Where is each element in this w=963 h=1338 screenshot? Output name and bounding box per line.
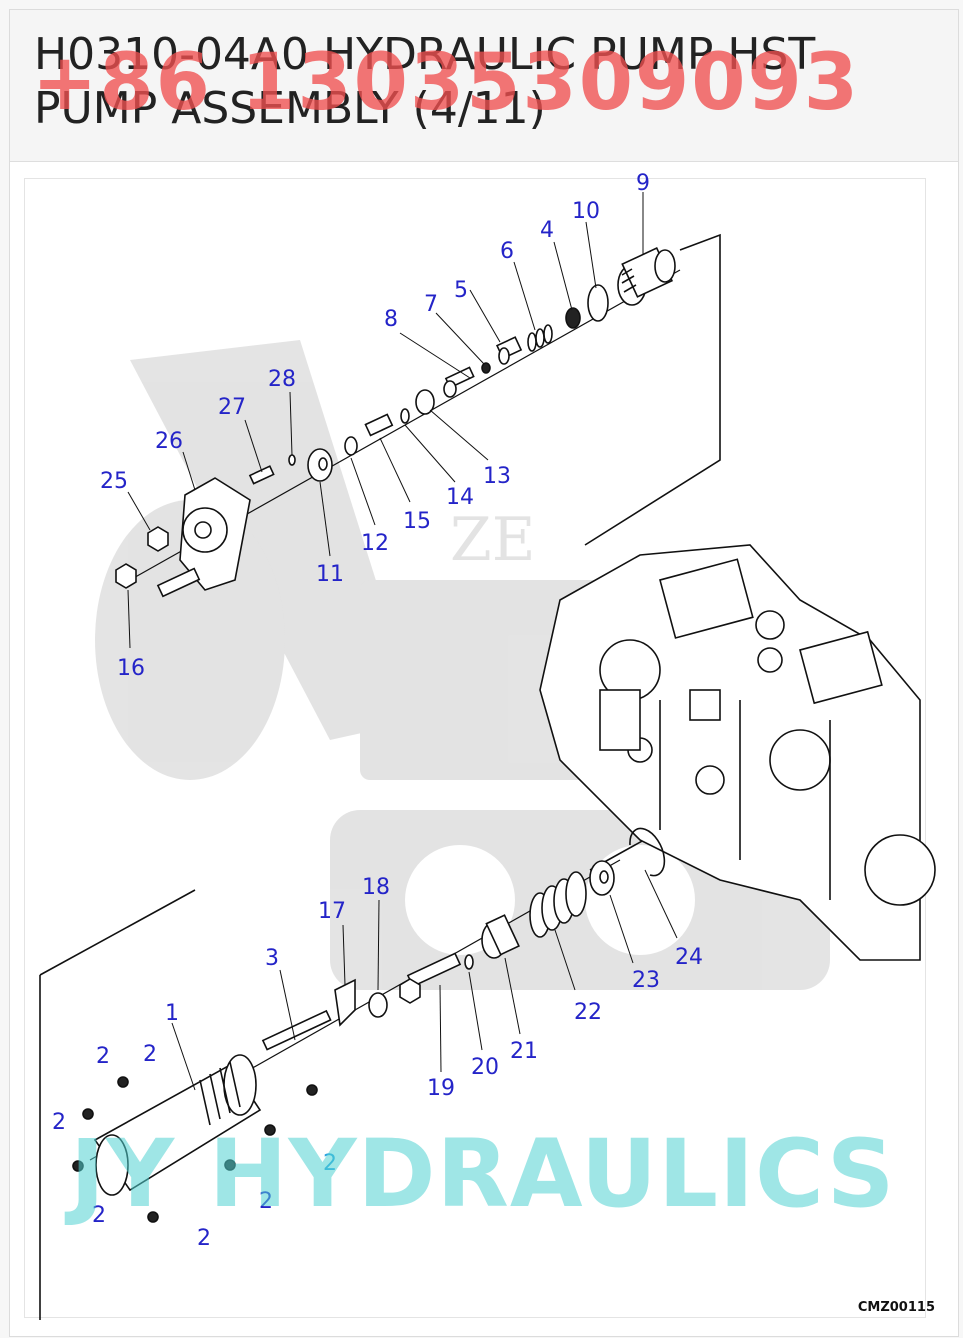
part-16 (115, 563, 137, 589)
callout-14: 14 (446, 485, 474, 510)
part-3-rod (261, 1009, 332, 1051)
small-plugs (72, 1076, 318, 1223)
callout-3: 3 (265, 946, 279, 971)
callout-2: 2 (92, 1203, 106, 1228)
part-14 (400, 408, 410, 424)
callout-15: 15 (403, 509, 431, 534)
brand-watermark: JY HYDRAULICS (70, 1120, 896, 1229)
page-title: H0310-04A0 HYDRAULIC PUMP HST PUMP ASSEM… (34, 29, 816, 134)
part-25 (147, 526, 169, 552)
part-18-cap (368, 992, 388, 1018)
part-7 (481, 362, 491, 374)
callout-1: 1 (165, 1001, 179, 1026)
part-28 (288, 454, 296, 466)
callout-11: 11 (316, 562, 344, 587)
svg-text:ZE: ZE (450, 505, 536, 575)
callout-12: 12 (361, 531, 389, 556)
part-26-cover (179, 477, 251, 591)
part-12 (344, 436, 358, 456)
part-4 (565, 307, 581, 329)
callout-16: 16 (117, 656, 145, 681)
part-11-washer (307, 448, 333, 482)
callout-2: 2 (197, 1226, 211, 1251)
callout-20: 20 (471, 1055, 499, 1080)
callout-27: 27 (218, 395, 246, 420)
callout-17: 17 (318, 899, 346, 924)
phone-watermark: +86 13035309093 (32, 38, 861, 128)
callout-18: 18 (362, 875, 390, 900)
part-23-washer (589, 860, 615, 896)
callout-5: 5 (454, 278, 468, 303)
callout-9: 9 (636, 171, 650, 196)
part-17-clip (334, 978, 356, 1027)
bolt (156, 567, 201, 598)
lower-parts (72, 827, 666, 1223)
callout-24: 24 (675, 945, 703, 970)
part-6-spring (527, 324, 553, 352)
callout-13: 13 (483, 464, 511, 489)
callout-2: 2 (259, 1189, 273, 1214)
part-13 (415, 389, 435, 415)
callout-23: 23 (632, 968, 660, 993)
part-24 (629, 827, 666, 877)
callout-7: 7 (424, 292, 438, 317)
callout-2: 2 (143, 1042, 157, 1067)
part-19-bolt (399, 952, 462, 1004)
part-8-screw (443, 366, 475, 398)
callout-22: 22 (574, 1000, 602, 1025)
callout-2: 2 (96, 1044, 110, 1069)
callout-4: 4 (540, 218, 554, 243)
part-1-sleeve (93, 1054, 262, 1196)
callout-10: 10 (572, 199, 600, 224)
part-22-spring (529, 871, 587, 938)
leader-lines (127, 192, 678, 1091)
callout-21: 21 (510, 1039, 538, 1064)
part-15-spring (364, 413, 394, 437)
callout-19: 19 (427, 1076, 455, 1101)
upper-parts (115, 247, 676, 598)
pump-body (539, 544, 936, 961)
callout-2: 2 (323, 1151, 337, 1176)
callout-2: 2 (52, 1110, 66, 1135)
part-10-oring (587, 284, 609, 322)
callout-8: 8 (384, 307, 398, 332)
panel-header: H0310-04A0 HYDRAULIC PUMP HST PUMP ASSEM… (10, 10, 958, 162)
diagram-code: CMZ00115 (858, 1300, 935, 1315)
part-20 (464, 954, 474, 970)
part-21-retainer (481, 914, 520, 959)
part-9-plug (617, 247, 676, 306)
callout-28: 28 (268, 367, 296, 392)
callout-labels: 9 10 4 6 5 7 8 28 27 26 25 16 11 12 15 1… (52, 171, 703, 1251)
part-5-spool (495, 336, 523, 365)
part-27 (248, 465, 275, 485)
callout-26: 26 (155, 429, 183, 454)
callout-6: 6 (500, 239, 514, 264)
callout-25: 25 (100, 469, 128, 494)
